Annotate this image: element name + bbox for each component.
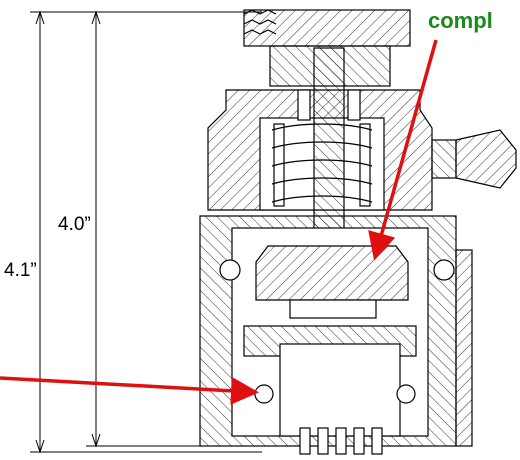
arrow-to-piston — [368, 39, 438, 261]
arrow-to-oring — [0, 376, 259, 405]
dimension-label-outer: 4.1” — [4, 260, 37, 281]
valve-body — [199, 9, 517, 455]
dimension-label-inner: 4.0” — [58, 214, 91, 235]
callout-label: compl — [428, 8, 493, 33]
pointer-arrows — [0, 39, 438, 405]
